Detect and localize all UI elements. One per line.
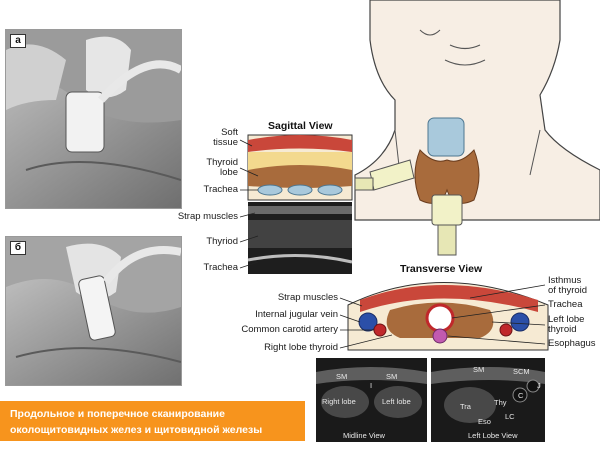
- us-leftlobe-thyroid: Thy: [494, 398, 507, 407]
- us-leftlobe-esophagus: Eso: [478, 417, 491, 426]
- label-isthmus: Isthmus of thyroid: [548, 275, 588, 296]
- us-midline-image: [316, 358, 427, 442]
- label-internal-jugular-vein: Internal jugular vein: [255, 309, 338, 320]
- us-leftlobe-image: [431, 358, 545, 442]
- caption-line-1: Продольное и поперечное сканирование: [10, 408, 225, 420]
- photo-b-transverse-scan: б: [5, 236, 182, 386]
- us-midline-sm-right: SM: [386, 372, 398, 381]
- us-leftlobe-longus-colli: LC: [505, 412, 515, 421]
- label-common-carotid-artery: Common carotid artery: [241, 324, 338, 335]
- photo-a-tag: а: [10, 34, 26, 48]
- label-trachea-sagittal: Trachea: [203, 184, 239, 195]
- us-midline-view-label: Midline View: [343, 431, 385, 440]
- label-left-lobe-thyroid: Left lobe thyroid: [548, 314, 585, 335]
- sagittal-ultrasound: [247, 202, 353, 274]
- leader-lines: [239, 139, 546, 349]
- caption-banner: Продольное и поперечное сканирование око…: [0, 401, 305, 441]
- label-thyroid-us: Thyriod: [206, 236, 238, 247]
- label-soft-tissue: Soft tissue: [213, 127, 238, 148]
- photo-b-tag: б: [10, 241, 26, 255]
- caption-line-2: околощитовидных желез и щитовидной желез…: [10, 424, 263, 436]
- sagittal-title: Sagittal View: [268, 120, 333, 132]
- us-leftlobe-scm: SCM: [513, 367, 530, 376]
- neck-illustration: [354, 0, 600, 256]
- label-thyroid-lobe: Thyroid lobe: [206, 157, 238, 178]
- transverse-schematic: [347, 282, 549, 351]
- us-leftlobe-view-label: Left Lobe View: [468, 431, 518, 440]
- us-midline-left-lobe: Left lobe: [382, 397, 411, 406]
- us-leftlobe-jugular: J: [537, 381, 541, 390]
- transverse-title: Transverse View: [400, 263, 483, 275]
- label-right-lobe-thyroid: Right lobe thyroid: [264, 342, 338, 353]
- us-midline-right-lobe: Right lobe: [322, 397, 356, 406]
- photo-a-longitudinal-scan: а: [5, 29, 182, 209]
- photo-a-illustration: [6, 30, 181, 208]
- us-midline-sm-left: SM: [336, 372, 348, 381]
- label-strap-muscles-transverse: Strap muscles: [277, 292, 338, 303]
- sagittal-schematic: [247, 134, 353, 201]
- photo-b-illustration: [6, 237, 181, 385]
- label-esophagus: Esophagus: [548, 338, 596, 349]
- label-strap-muscles-sagittal: Strap muscles: [177, 211, 238, 222]
- us-leftlobe-sm: SM: [473, 365, 485, 374]
- us-leftlobe-carotid: C: [518, 391, 524, 400]
- us-leftlobe-trachea: Tra: [460, 402, 471, 411]
- us-midline-isthmus: I: [370, 381, 373, 390]
- label-trachea-transverse: Trachea: [548, 299, 583, 310]
- label-trachea-us: Trachea: [203, 262, 239, 273]
